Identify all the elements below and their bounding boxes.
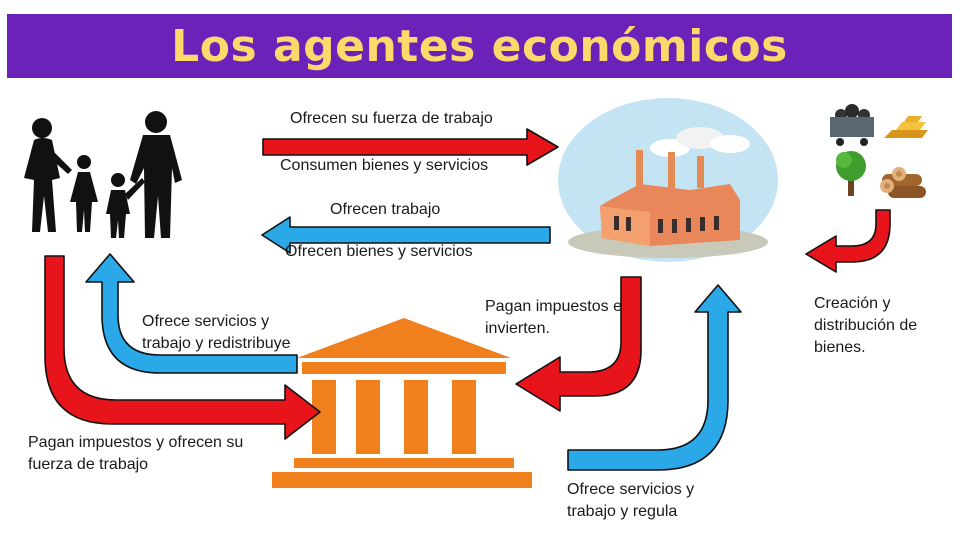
arrow-state-to-firms <box>567 284 742 471</box>
label-offer-goods: Ofrecen bienes y servicios <box>285 243 473 260</box>
factory-icon <box>558 98 778 262</box>
label-resources: Creación y distribución de bienes. <box>814 295 918 356</box>
gold-bars-icon <box>884 116 928 138</box>
arrow-firms-to-state <box>515 276 642 412</box>
label-firms-to-state: Pagan impuestos e invierten. <box>485 298 622 337</box>
title-banner: Los agentes económicos <box>7 14 952 78</box>
label-state-to-firms: Ofrece servicios y trabajo y regula <box>567 481 695 520</box>
label-offer-jobs: Ofrecen trabajo <box>330 201 441 218</box>
government-building-icon <box>272 318 532 488</box>
coal-cart-icon <box>830 104 874 146</box>
arrow-state-to-families <box>85 253 298 374</box>
label-consume-goods: Consumen bienes y servicios <box>280 157 489 174</box>
family-silhouette-icon <box>24 111 182 238</box>
arrow-resources-to-firms <box>805 209 891 273</box>
arrow-families-to-state <box>44 255 321 440</box>
page-title: Los agentes económicos <box>171 20 788 72</box>
label-state-to-families: Ofrece servicios y trabajo y redistribuy… <box>142 313 291 352</box>
arrow-firms-to-families <box>261 216 551 254</box>
tree-icon <box>836 151 866 196</box>
arrow-families-to-firms <box>262 128 559 166</box>
logs-icon <box>880 167 926 198</box>
label-offer-labor: Ofrecen su fuerza de trabajo <box>290 110 493 127</box>
label-families-to-state: Pagan impuestos y ofrecen su fuerza de t… <box>28 434 244 473</box>
